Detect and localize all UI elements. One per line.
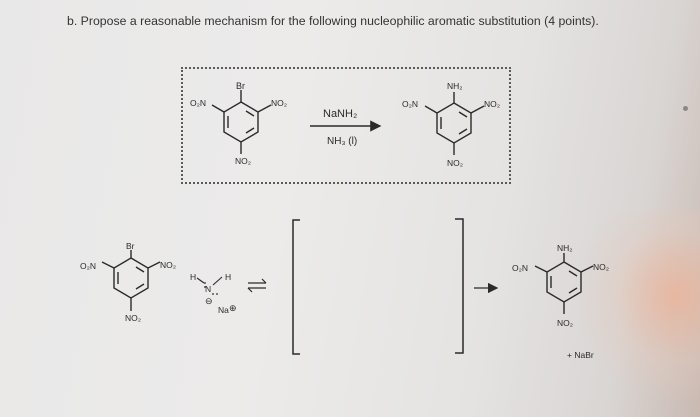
question-text: b. Propose a reasonable mechanism for th…: [67, 14, 599, 28]
mech-product-right-no2: NO₂: [593, 262, 609, 272]
mech-reactant-molecule: [101, 250, 161, 311]
intermediate-brackets: [292, 218, 464, 355]
mech-product-left-no2: O₂N: [512, 263, 528, 273]
top-reactant-br: Br: [236, 81, 245, 91]
amide-na: Na: [218, 305, 229, 315]
top-product-molecule: [424, 92, 485, 155]
mech-reactant-bottom-no2: NO₂: [125, 313, 141, 323]
top-reactant-left-no2: O₂N: [190, 98, 206, 108]
mech-product-nh2: NH₂: [557, 243, 573, 253]
mech-product-bottom-no2: NO₂: [557, 318, 573, 328]
equilibrium-arrows: [247, 278, 267, 293]
byproduct-nabr: + NaBr: [567, 350, 594, 360]
top-reactant-bottom-no2: NO₂: [235, 156, 251, 166]
amide-plus-charge: ⊕: [229, 303, 237, 313]
mech-product-molecule: [534, 253, 594, 314]
reagent-nh3: NH₃ (l): [327, 136, 357, 147]
mech-reactant-right-no2: NO₂: [160, 260, 176, 270]
mech-reactant-left-no2: O₂N: [80, 261, 96, 271]
margin-dot: [683, 106, 688, 111]
light-glare: [580, 210, 700, 400]
reaction-dashed-box: [181, 67, 511, 184]
reagent-nanh2: NaNH₂: [323, 108, 357, 120]
amide-h-right: H: [225, 272, 231, 282]
top-product-nh2: NH₂: [447, 81, 463, 91]
mech-reactant-br: Br: [126, 241, 135, 251]
top-product-left-no2: O₂N: [402, 99, 418, 109]
sodium-amide: H N H ⊖ Na ⊕: [190, 272, 237, 315]
top-product-right-no2: NO₂: [484, 99, 500, 109]
amide-minus-charge: ⊖: [205, 296, 213, 306]
top-reactant-right-no2: NO₂: [271, 98, 287, 108]
top-product-bottom-no2: NO₂: [447, 158, 463, 168]
amide-h-left: H: [190, 272, 196, 282]
top-reactant-molecule: [211, 90, 272, 154]
amide-n: N: [205, 284, 211, 294]
